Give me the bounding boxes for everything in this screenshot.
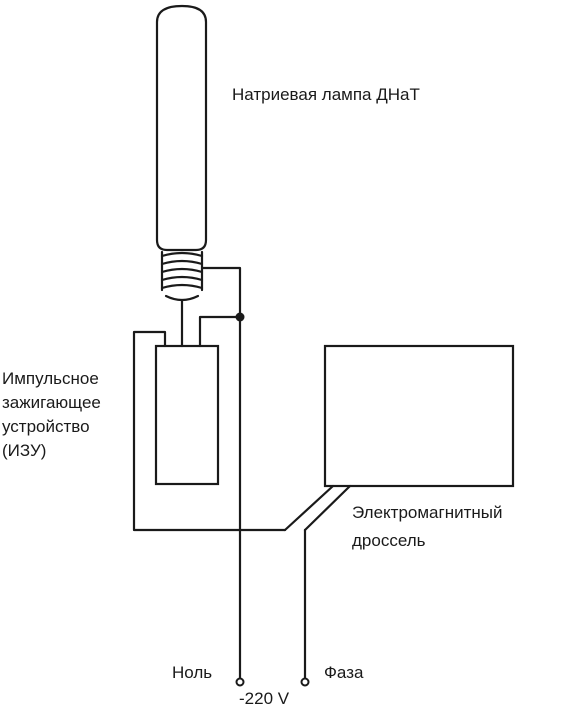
ballast-label-line-2: дроссель xyxy=(352,531,426,550)
voltage-label: -220 V xyxy=(239,689,290,708)
neutral-terminal xyxy=(235,677,245,687)
igniter-label-line-2: зажигающее xyxy=(2,393,101,412)
lamp-socket xyxy=(160,250,204,302)
ballast-box xyxy=(323,344,515,488)
igniter-label-line-4: (ИЗУ) xyxy=(2,441,47,460)
phase-terminal xyxy=(300,677,310,687)
wires xyxy=(132,266,352,682)
igniter-label-line-1: Импульсное xyxy=(2,369,99,388)
neutral-label: Ноль xyxy=(172,663,213,682)
lamp-label: Натриевая лампа ДНаТ xyxy=(232,85,420,104)
junction-dot xyxy=(235,312,245,322)
phase-label: Фаза xyxy=(324,663,364,682)
igniter-label-line-3: устройство xyxy=(2,417,90,436)
ballast-label-line-1: Электромагнитный xyxy=(352,503,503,522)
igniter-box xyxy=(154,344,220,486)
lamp-bulb xyxy=(155,4,208,252)
